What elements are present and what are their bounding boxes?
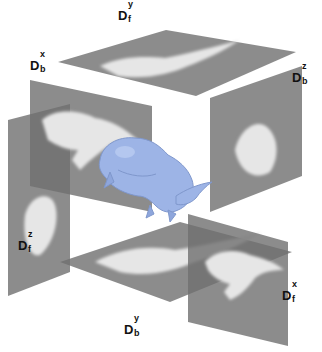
label-subscript: f	[28, 244, 31, 254]
view-label: Dyb	[124, 320, 133, 338]
view-label: Dzb	[292, 68, 301, 86]
label-superscript: z	[28, 229, 33, 239]
label-subscript: f	[128, 14, 131, 24]
label-subscript: f	[292, 294, 295, 304]
label-letter: D	[18, 238, 27, 253]
view-label: Dxb	[30, 56, 39, 74]
label-superscript: z	[302, 61, 307, 71]
label-letter: D	[124, 322, 133, 337]
label-subscript: b	[40, 64, 46, 74]
label-letter: D	[118, 8, 127, 23]
label-superscript: x	[40, 49, 45, 59]
view-label: Dxf	[282, 286, 291, 304]
view-label: Dzf	[18, 236, 27, 254]
lizard-model	[99, 138, 212, 222]
back-z-plane	[210, 66, 302, 212]
label-subscript: b	[134, 328, 140, 338]
label-superscript: y	[128, 0, 133, 9]
label-letter: D	[30, 58, 39, 73]
label-subscript: b	[302, 76, 308, 86]
label-letter: D	[292, 70, 301, 85]
top-plane	[58, 30, 296, 96]
view-label: Dyf	[118, 6, 127, 24]
label-superscript: x	[292, 279, 297, 289]
label-letter: D	[282, 288, 291, 303]
label-superscript: y	[134, 313, 139, 323]
front-x-plane	[188, 214, 288, 346]
